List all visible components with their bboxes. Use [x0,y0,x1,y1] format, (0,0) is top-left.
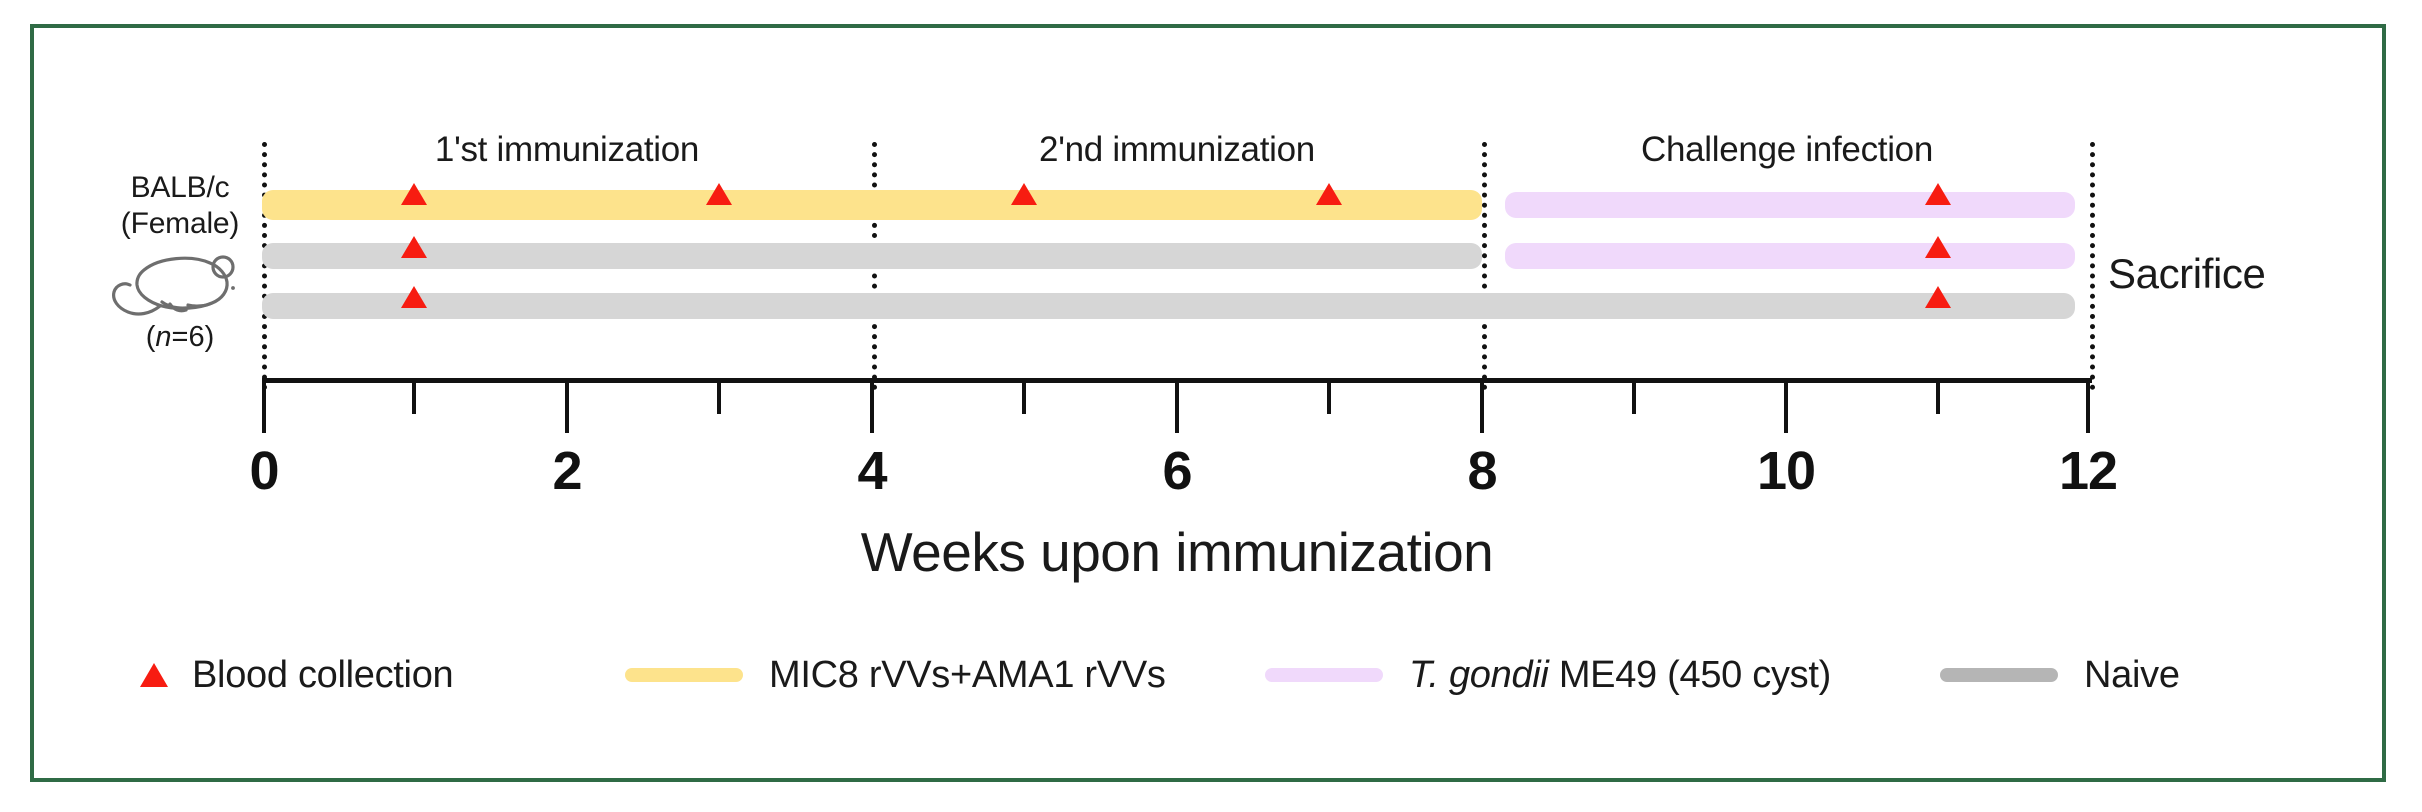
legend-item-naive: Naive [1940,640,2180,710]
legend-swatch-gray [1940,668,2058,682]
tick-5 [1022,383,1026,414]
figure-border [30,24,2386,782]
blood-collection-marker [401,236,427,258]
tick-6 [1175,383,1179,433]
blood-collection-marker [401,286,427,308]
tick-10 [1784,383,1788,433]
x-axis-title: Weeks upon immunization [860,521,1494,583]
tick-3 [717,383,721,414]
divider-week-8 [1482,142,1487,390]
legend-species-italic: T. gondii [1409,653,1549,696]
legend-item-challenge: T. gondii ME49 (450 cyst) [1265,640,1831,710]
legend-swatch-purple [1265,668,1383,682]
bar-row3-naive [262,293,2075,319]
tick-11 [1936,383,1940,414]
tick-1 [412,383,416,414]
legend-label-challenge: T. gondii ME49 (450 cyst) [1409,654,1831,697]
legend-label-vaccine: MIC8 rVVs+AMA1 rVVs [769,653,1166,696]
blood-collection-marker [1925,286,1951,308]
bar-row2-naive [262,243,1482,269]
legend-swatch-yellow [625,668,743,682]
blood-collection-marker [1925,183,1951,205]
blood-collection-marker [401,183,427,205]
strain-label: BALB/c [130,171,230,204]
tick-7 [1327,383,1331,414]
n-suffix: =6) [171,321,215,353]
timeline-plot: 1'st immunization 2'nd immunization Chal… [262,130,2095,390]
phase-title-first-immunization: 1'st immunization [434,130,700,169]
tick-label-4: 4 [857,441,887,501]
tick-0 [262,383,266,433]
animal-info-block: BALB/c (Female) (n=6) [90,170,270,354]
tick-label-8: 8 [1467,441,1497,501]
legend-item-vaccine: MIC8 rVVs+AMA1 rVVs [625,640,1166,710]
bar-row1-vaccine [262,190,1482,220]
sacrifice-label: Sacrifice [2108,250,2266,297]
blood-collection-marker [706,183,732,205]
legend-strain-text: ME49 (450 cyst) [1558,653,1831,696]
tick-8 [1480,383,1484,433]
sample-size-label: (n=6) [90,320,270,354]
tick-4 [870,383,874,433]
tick-label-2: 2 [552,441,582,501]
axis-line [262,378,2092,383]
legend-item-blood-collection: Blood collection [140,640,454,710]
tick-12 [2086,383,2090,433]
phase-title-challenge-infection: Challenge infection [1640,130,1934,169]
legend-label-naive: Naive [2084,653,2180,696]
divider-week-12 [2090,142,2095,390]
legend: Blood collection MIC8 rVVs+AMA1 rVVs T. … [140,640,2330,710]
tick-label-0: 0 [249,441,279,501]
tick-2 [565,383,569,433]
mouse-icon [112,255,235,316]
triangle-marker-icon [140,663,168,687]
bar-row1-challenge [1505,192,2075,218]
blood-collection-marker [1925,236,1951,258]
tick-label-6: 6 [1162,441,1192,501]
blood-collection-marker [1316,183,1342,205]
tick-9 [1632,383,1636,414]
n-italic: n [155,321,172,353]
phase-title-second-immunization: 2'nd immunization [1039,130,1315,169]
n-prefix: ( [145,321,156,353]
sex-label: (Female) [120,207,240,240]
legend-label-blood-collection: Blood collection [192,653,454,696]
bar-row2-challenge [1505,243,2075,269]
x-axis: 0 2 4 6 8 10 12 [249,378,2118,501]
tick-label-12: 12 [2058,441,2118,501]
blood-collection-marker [1011,183,1037,205]
tick-label-10: 10 [1756,441,1816,501]
